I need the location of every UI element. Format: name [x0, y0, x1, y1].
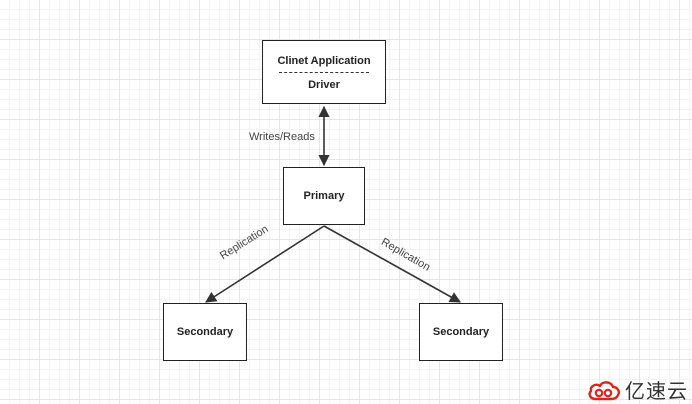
watermark-text: 亿速云	[625, 381, 688, 403]
edge-primary-secondary-left	[205, 225, 325, 303]
primary-node[interactable]: Primary	[283, 167, 365, 225]
watermark-logo: 亿速云	[587, 375, 688, 404]
edge-primary-secondary-right	[323, 225, 461, 303]
writes-reads-label: Writes/Reads	[249, 131, 315, 143]
primary-label: Primary	[303, 190, 345, 202]
secondary-node-right[interactable]: Secondary	[419, 303, 503, 361]
node-divider	[279, 72, 369, 73]
secondary-left-label: Secondary	[176, 326, 234, 338]
client-application-node[interactable]: Clinet Application Driver	[262, 40, 386, 104]
client-application-title: Clinet Application	[277, 55, 371, 67]
secondary-node-left[interactable]: Secondary	[163, 303, 247, 361]
secondary-right-label: Secondary	[432, 326, 490, 338]
driver-label: Driver	[308, 79, 340, 91]
cloud-logo-icon	[588, 380, 620, 400]
